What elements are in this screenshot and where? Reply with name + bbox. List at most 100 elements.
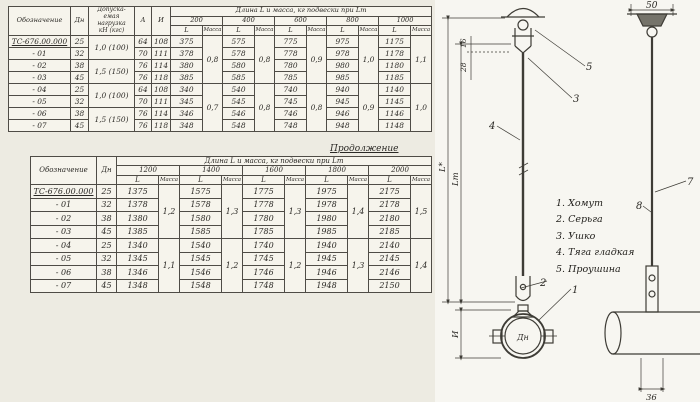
cell-length: 1346 [116,265,159,280]
cell-a: 76 [134,106,152,120]
cell-designation: - 05 [8,94,71,108]
cell-length: 1775 [242,184,285,199]
dim-i: И [451,330,461,339]
cell-length: 580 [222,58,255,72]
cell-length: 348 [170,118,203,132]
part-item-ushko: 3. Ушко [556,230,596,242]
cell-a: 76 [134,58,152,72]
cell-designation: ТС-676.00.000 [30,184,97,199]
cell-length: 2150 [368,278,411,294]
cell-length: 1948 [305,278,348,294]
col-header-mass: Масса [306,25,327,36]
cell-length: 978 [326,46,359,60]
lt-value: 200 [170,15,223,27]
cell-length: 2140 [368,238,411,253]
cell-mass: 1,2 [158,184,180,240]
cell-designation: - 07 [30,278,97,294]
cell-a: 76 [134,118,152,132]
cell-length: 1748 [242,278,285,294]
cell-length: 1385 [116,224,159,240]
col-header-l: L [242,174,285,186]
dim-dn: Дн [516,333,529,342]
table-header-row: Обозначение Дн Допуска- емая нагрузка кН… [8,6,433,36]
cell-length: 1185 [378,70,411,84]
cell-length: 945 [326,94,359,108]
col-header-length-mass: Длина L и масса, кг подвески при Lт [169,6,433,17]
lt-value: 600 [274,15,327,27]
col-header-dn: Дн [96,155,117,186]
ceiling-anchor [506,7,540,18]
cell-mass: 0,9 [358,82,379,132]
col-header-l: L [222,25,255,36]
col-header-l: L [305,174,348,186]
left-hanger [489,7,557,359]
dim-16: 16 [459,38,468,48]
col-header-mass: Масса [202,25,223,36]
dim-50: 50 [646,1,658,11]
col-header-load: Допуска- емая нагрузка кН (кгс) [88,6,135,36]
cell-designation: - 05 [30,251,97,267]
cell-length: 380 [170,58,203,72]
cell-i: 114 [151,58,171,72]
cell-length: 1746 [242,265,285,280]
table-row: - 07 45 76 118 348 548 748 948 1148 [8,118,432,132]
cell-length: 1940 [305,238,348,253]
pipe-end [604,311,622,355]
callout-4: 4 [488,121,495,132]
callout-3: 3 [573,94,579,105]
cell-dn: 32 [96,197,117,213]
cell-length: 378 [170,46,203,60]
cell-length: 1175 [378,34,411,48]
cell-length: 2180 [368,211,411,226]
cell-length: 1778 [242,197,285,213]
cell-dn: 25 [96,184,117,199]
cell-length: 345 [170,94,203,108]
cell-a: 70 [134,94,152,108]
col-header-mass: Масса [254,25,275,36]
cell-length: 946 [326,106,359,120]
cell-a: 64 [134,34,152,48]
lt-value: 1000 [377,15,433,27]
cell-length: 375 [170,34,203,48]
dim-36: 36 [646,393,657,402]
cell-mass: 0,8 [202,34,223,84]
eye [517,19,529,31]
lower-clevis-serga [515,276,531,302]
cell-length: 1946 [305,265,348,280]
cell-dn: 38 [70,58,89,72]
cell-length: 1945 [305,251,348,267]
cell-designation: - 03 [30,224,97,240]
cell-mass: 0,9 [306,34,327,84]
cell-dn: 38 [96,265,117,280]
cell-mass: 1,4 [409,238,433,294]
cell-length: 1348 [116,278,159,294]
col-header-mass: Масса [409,174,433,186]
cell-length: 545 [222,94,255,108]
cell-designation: - 02 [8,58,71,72]
cell-mass: 1,2 [221,238,243,294]
cell-dn: 45 [70,118,89,132]
col-header-l: L [378,25,411,36]
dimension-lines [442,4,676,392]
cell-load: 1,0 (100) [88,82,135,108]
cell-length: 980 [326,58,359,72]
col-header-l: L [116,174,159,186]
cell-designation: - 04 [30,238,97,253]
parts-list: 1. Хомут 2. Серьга 3. Ушко 4. Тяга гладк… [556,196,634,278]
cell-dn: 25 [70,34,89,48]
cell-length: 1340 [116,238,159,253]
cell-mass: 1,0 [409,82,433,132]
lt-value: 1200 [116,165,180,176]
col-header-designation: Обозначение [30,155,97,186]
cell-dn: 25 [70,82,89,96]
cell-length: 740 [274,82,307,96]
cell-load: 1,5 (150) [88,58,135,84]
table-row: - 06 38 1346 1546 1746 1946 2146 [30,265,432,280]
col-header-mass: Масса [221,174,243,186]
col-header-designation: Обозначение [8,6,71,36]
eye [646,26,658,38]
table-row: - 04 25 1,0 (100) 64 108 340 0,7 540 0,8… [8,82,433,132]
cell-length: 1745 [242,251,285,267]
cell-designation: - 03 [8,70,71,84]
cell-length: 578 [222,46,255,60]
